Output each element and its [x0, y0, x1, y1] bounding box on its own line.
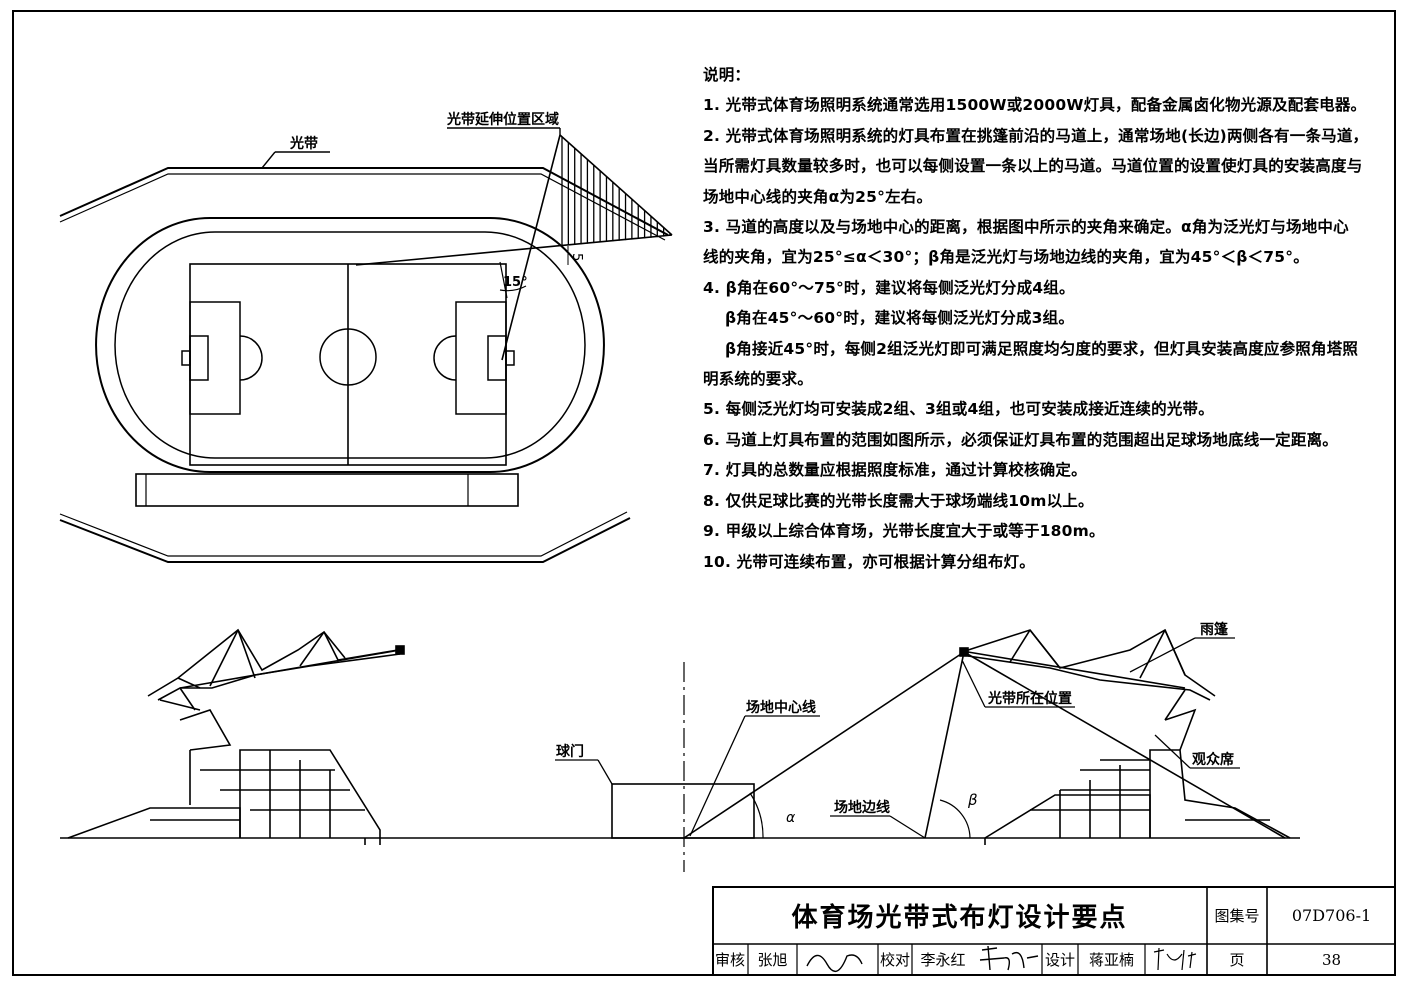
check-label: 校对 [879, 951, 910, 969]
notes-block: 说明： 1. 光带式体育场照明系统通常选用1500W或2000W灯具，配备金属卤… [703, 60, 1393, 577]
title-block-grid [712, 886, 1396, 976]
checker-name: 李永红 [920, 951, 966, 969]
label-guangdai: 光带 [289, 135, 318, 152]
page-number: 38 [1321, 950, 1342, 969]
note-line: 4. β角在60°～75°时，建议将每侧泛光灯分成4组。 [703, 278, 1075, 297]
signature-checker [979, 945, 1039, 971]
running-track-outer [95, 217, 605, 473]
left-grandstand [67, 709, 381, 845]
dim-5: 5 [569, 253, 584, 261]
drawing-title: 体育场光带式布灯设计要点 [791, 902, 1128, 933]
note-line: 线的夹角，宜为25°≤α＜30°；β角是泛光灯与场地边线的夹角，宜为45°＜β＜… [703, 248, 1309, 267]
page-label: 页 [1229, 951, 1245, 969]
design-label: 设计 [1044, 951, 1075, 969]
light-band-top [59, 167, 669, 236]
label-light-position: 光带所在位置 [987, 690, 1072, 707]
right-grandstand [984, 708, 1291, 845]
note-line: 3. 马道的高度以及与场地中心的距离，根据图中所示的夹角来确定。α角为泛光灯与场… [703, 218, 1349, 237]
stadium-section-view: 雨篷 光带所在位置 场地中心线 球门 观众席 场地边线 α β [60, 621, 1300, 872]
note-line: 当所需灯具数量较多时，也可以每侧设置一条以上的马道。马道位置的设置使灯具的安装高… [703, 157, 1363, 176]
atlas-label: 图集号 [1214, 906, 1260, 925]
stadium-plan-view: 光带 光带延伸位置区域 5 15° [59, 111, 673, 563]
note-line: β角接近45°时，每侧2组泛光灯即可满足照度均匀度的要求，但灯具安装高度应参照角… [725, 339, 1359, 358]
label-centerline: 场地中心线 [746, 699, 816, 716]
note-line: 7. 灯具的总数量应根据照度标准，通过计算校核确定。 [703, 461, 1087, 480]
light-band-bottom [59, 517, 631, 563]
right-canopy [961, 628, 1216, 721]
note-line: 8. 仅供足球比赛的光带长度需大于球场端线10m以上。 [703, 491, 1094, 510]
note-line: 2. 光带式体育场照明系统的灯具布置在挑篷前沿的马道上，通常场地(长边)两侧各有… [703, 126, 1369, 145]
note-line: 场地中心线的夹角α为25°左右。 [703, 187, 933, 206]
goal-frame [611, 783, 755, 839]
reviewer-name: 张旭 [757, 951, 788, 969]
notes-heading: 说明： [703, 66, 751, 84]
label-beta: β [967, 791, 978, 809]
note-line: 明系统的要求。 [703, 370, 813, 389]
note-line: 1. 光带式体育场照明系统通常选用1500W或2000W灯具，配备金属卤化物光源… [703, 96, 1367, 115]
label-goal: 球门 [556, 743, 584, 760]
label-sideline: 场地边线 [834, 799, 890, 816]
label-canopy: 雨篷 [1200, 621, 1229, 638]
signature-designer [1153, 947, 1197, 971]
title-block: 体育场光带式布灯设计要点 图集号 07D706-1 审核 张旭 校对 李永红 设… [712, 886, 1396, 976]
angle-15: 15° [503, 275, 528, 290]
signature-reviewer [806, 954, 863, 973]
note-line: 10. 光带可连续布置，亦可根据计算分组布灯。 [703, 552, 1035, 571]
note-line: 5. 每侧泛光灯均可安装成2组、3组或4组，也可安装成接近连续的光带。 [703, 400, 1214, 419]
note-line: β角在45°～60°时，建议将每侧泛光灯分成3组。 [725, 309, 1075, 328]
label-alpha: α [786, 810, 796, 826]
left-canopy [147, 628, 401, 711]
atlas-number: 07D706-1 [1291, 905, 1372, 925]
review-label: 审核 [714, 951, 745, 969]
designer-name: 蒋亚楠 [1088, 951, 1134, 969]
main-stand-block [135, 473, 519, 507]
note-line: 6. 马道上灯具布置的范围如图所示，必须保证灯具布置的范围超出足球场地底线一定距… [703, 430, 1338, 449]
drawing-frame [12, 10, 1396, 976]
label-audience: 观众席 [1192, 751, 1234, 768]
label-extension-zone: 光带延伸位置区域 [446, 111, 559, 128]
note-line: 9. 甲级以上综合体育场，光带长度宜大于或等于180m。 [703, 522, 1105, 541]
